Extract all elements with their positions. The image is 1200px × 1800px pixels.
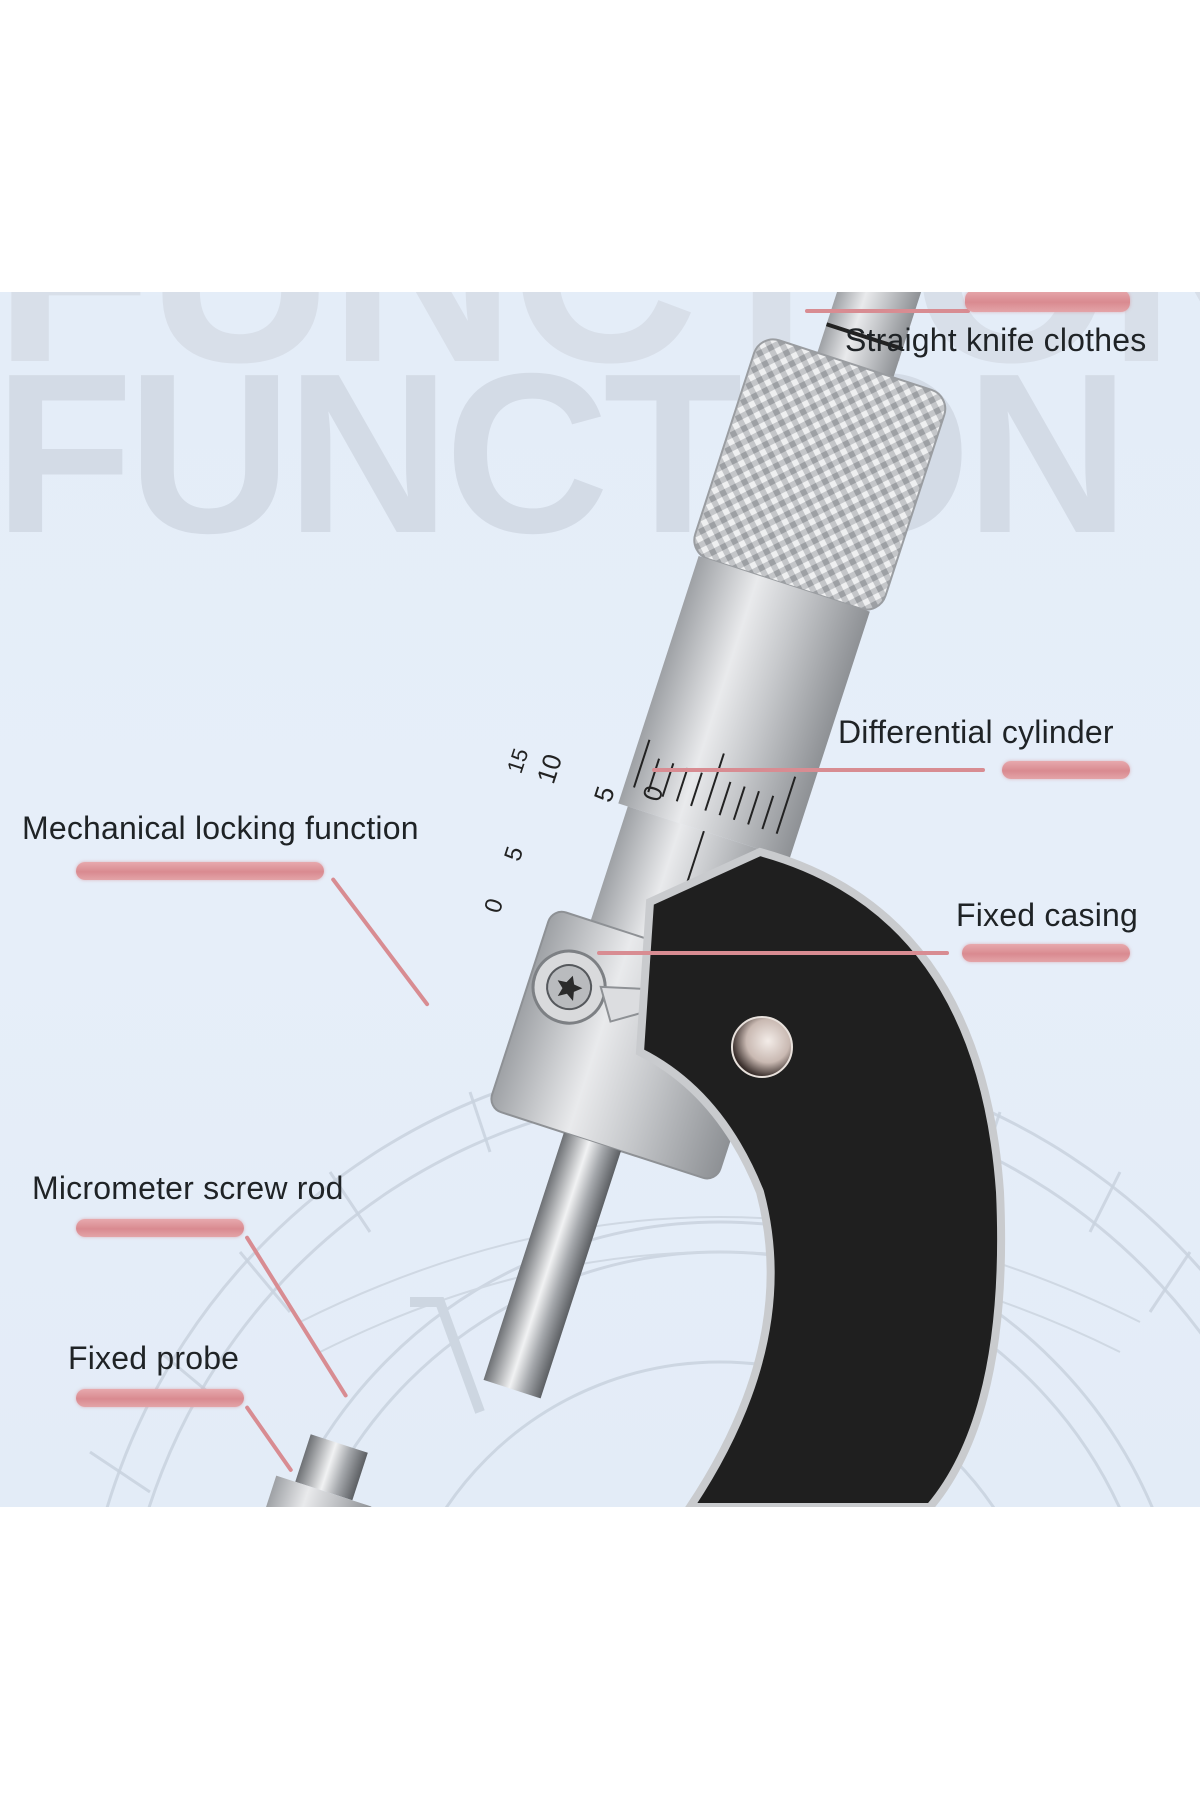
accent-pill-micrometer-screw-rod <box>76 1219 244 1237</box>
product-infographic-panel: FUNCTION FUNCTION <box>0 292 1200 1507</box>
label-differential-cylinder: Differential cylinder <box>838 714 1114 750</box>
accent-pill-fixed-probe <box>76 1389 244 1407</box>
watermark-text: FUNCTION <box>0 327 1130 581</box>
label-fixed-probe: Fixed probe <box>68 1340 240 1376</box>
label-fixed-casing: Fixed casing <box>956 897 1139 933</box>
label-micrometer-screw-rod: Micrometer screw rod <box>32 1170 344 1206</box>
leader-line-differential-cylinder <box>652 768 985 772</box>
accent-pill-fixed-casing <box>962 944 1130 962</box>
leader-line-fixed-casing <box>597 951 949 955</box>
accent-pill-straight-knife-clothes <box>965 292 1130 312</box>
accent-pill-mechanical-locking-function <box>76 862 324 880</box>
leader-line-straight-knife-clothes <box>805 309 970 313</box>
label-straight-knife-clothes: Straight knife clothes <box>845 322 1147 358</box>
micrometer-illustration <box>263 292 1006 1507</box>
accent-pill-differential-cylinder <box>1002 761 1130 779</box>
label-mechanical-locking-function: Mechanical locking function <box>22 810 419 846</box>
